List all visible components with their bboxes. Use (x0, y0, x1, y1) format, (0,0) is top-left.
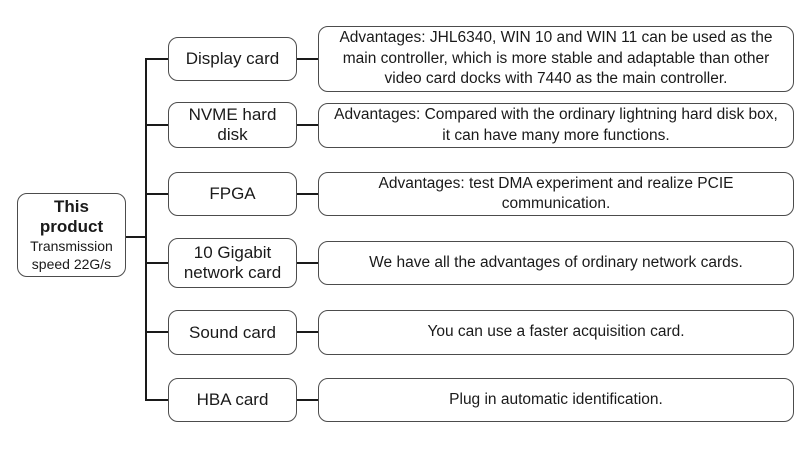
connector-branch-2-right (297, 124, 318, 126)
description-node-sound-card: You can use a faster acquisition card. (318, 310, 794, 355)
connector-branch-5-left (147, 331, 168, 333)
root-node: This product Transmission speed 22G/s (17, 193, 126, 277)
branch-label: FPGA (209, 184, 256, 204)
branch-label: 10 Gigabit network card (183, 243, 282, 282)
root-subtitle: Transmission speed 22G/s (30, 238, 113, 272)
description-text: You can use a faster acquisition card. (427, 323, 685, 341)
description-text: Advantages: JHL6340, WIN 10 and WIN 11 c… (339, 29, 773, 88)
description-node-nvme-hard-disk: Advantages: Compared with the ordinary l… (318, 103, 794, 148)
branch-node-display-card: Display card (168, 37, 297, 81)
description-node-fpga: Advantages: test DMA experiment and real… (318, 172, 794, 216)
branch-node-hba-card: HBA card (168, 378, 297, 422)
branch-node-10g-network-card: 10 Gigabit network card (168, 238, 297, 288)
connector-branch-4-left (147, 262, 168, 264)
connector-root-stub (126, 236, 145, 238)
branch-label: Sound card (189, 322, 276, 342)
connector-branch-6-right (297, 399, 318, 401)
description-text: Advantages: Compared with the ordinary l… (334, 106, 778, 144)
connector-branch-3-left (147, 193, 168, 195)
connector-branch-5-right (297, 331, 318, 333)
description-text: Plug in automatic identification. (449, 390, 663, 408)
branch-label: Display card (185, 49, 280, 69)
connector-branch-1-right (297, 58, 318, 60)
branch-node-nvme-hard-disk: NVME hard disk (168, 102, 297, 148)
connector-branch-1-left (147, 58, 168, 60)
connector-spine (145, 58, 147, 401)
connector-branch-6-left (147, 399, 168, 401)
description-text: Advantages: test DMA experiment and real… (378, 174, 734, 212)
branch-node-sound-card: Sound card (168, 310, 297, 355)
description-node-display-card: Advantages: JHL6340, WIN 10 and WIN 11 c… (318, 26, 794, 92)
root-title: This product (39, 196, 104, 236)
branch-label: HBA card (196, 390, 269, 410)
branch-node-fpga: FPGA (168, 172, 297, 216)
branch-label: NVME hard disk (188, 105, 277, 144)
connector-branch-2-left (147, 124, 168, 126)
connector-branch-4-right (297, 262, 318, 264)
description-text: We have all the advantages of ordinary n… (369, 253, 743, 271)
connector-branch-3-right (297, 193, 318, 195)
description-node-hba-card: Plug in automatic identification. (318, 378, 794, 422)
description-node-10g-network-card: We have all the advantages of ordinary n… (318, 241, 794, 285)
